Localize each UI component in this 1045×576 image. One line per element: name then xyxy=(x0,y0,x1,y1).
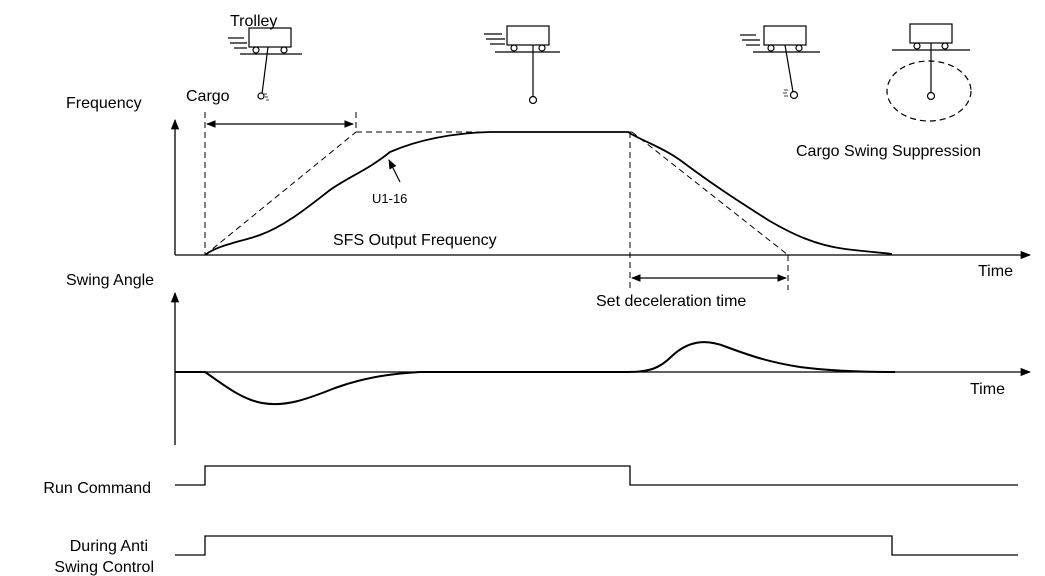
trolley-label: Trolley xyxy=(230,13,277,30)
trolley-icon-3 xyxy=(740,25,820,100)
sfs-output-frequency-curve xyxy=(204,131,893,256)
cargo-swing-suppression-label: Cargo Swing Suppression xyxy=(796,143,981,160)
anti-swing-signal xyxy=(175,535,1018,556)
trolley-icon-2 xyxy=(484,25,560,105)
swing-suppression-ellipse xyxy=(886,60,972,122)
trolley-icon-1 xyxy=(228,27,302,101)
sfs-output-label: SFS Output Frequency xyxy=(333,232,497,249)
trolley-icon-4 xyxy=(886,23,972,122)
time-label-2: Time xyxy=(970,381,1005,398)
run-command-label: Run Command xyxy=(43,480,151,497)
swing-angle-label: Swing Angle xyxy=(66,272,154,289)
u1-16-pointer xyxy=(388,159,401,183)
frequency-dashed-guides xyxy=(204,112,789,290)
swing-angle-curve xyxy=(175,341,896,406)
run-command-signal xyxy=(175,465,1018,486)
time-label-1: Time xyxy=(978,263,1013,280)
anti-swing-label-line2: Swing Control xyxy=(54,559,154,576)
u1-16-label: U1-16 xyxy=(372,191,407,206)
cargo-label: Cargo xyxy=(186,88,230,105)
set-decel-label: Set deceleration time xyxy=(596,293,746,310)
anti-swing-label-line1: During Anti xyxy=(70,538,148,555)
frequency-label: Frequency xyxy=(66,95,142,112)
